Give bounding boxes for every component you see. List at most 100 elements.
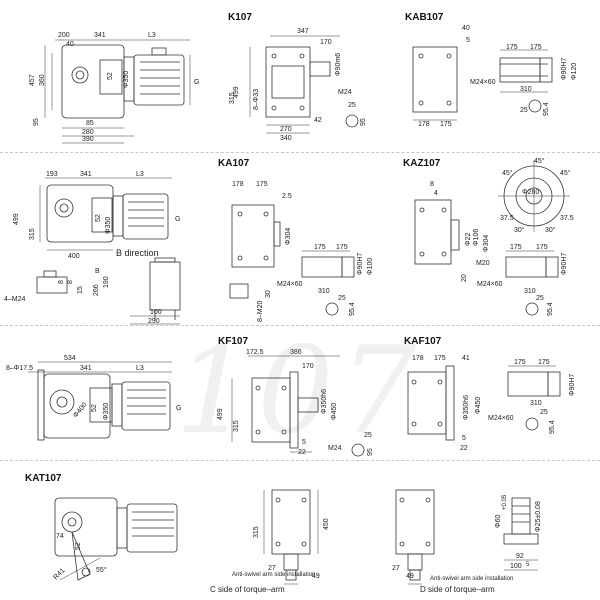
dim: 175 xyxy=(336,244,348,251)
dim: 175 xyxy=(440,121,452,128)
ka107-side-dims: 193 341 L3 499 315 52 Φ350 G 400 B 4–M24… xyxy=(4,171,180,325)
dim: M24 xyxy=(338,89,352,96)
ka107-front-dims: 178 175 2.5 Φ304 175 175 Φ90H7 Φ100 M24×… xyxy=(232,181,374,322)
kaz107-dims: 8 4 45° 45° 45° Φ260 37.5 30° 30° 37.5 Φ… xyxy=(430,157,574,316)
kat107-dims: 74 52 R41 55° xyxy=(52,533,106,581)
dim: 270 xyxy=(280,126,292,133)
dim: Φ100 xyxy=(367,258,374,275)
dim: M24 xyxy=(328,445,342,452)
dim: M24×60 xyxy=(470,79,496,86)
kf107-side-dims: 534 8–Φ17.5 341 L3 Φ400 52 Φ350 G xyxy=(6,355,181,420)
kat107-c-side-view xyxy=(263,489,319,585)
dim: 95.4 xyxy=(547,302,554,316)
kab107-view xyxy=(412,46,553,121)
dim: 45° xyxy=(534,157,545,165)
b-direction-label: B direction xyxy=(116,248,159,258)
dim: 95 xyxy=(360,118,367,126)
dim: 170 xyxy=(320,39,332,46)
kaf107-dims: 178 175 41 Φ350h6 Φ450 5 22 175 175 Φ90H… xyxy=(412,355,576,452)
dim: 95.4 xyxy=(549,420,556,434)
dim: 347 xyxy=(297,28,309,35)
dim: 40 xyxy=(66,41,74,48)
dim: 8–Φ33 xyxy=(253,89,260,110)
dim: 27 xyxy=(268,565,276,572)
dim: 175 xyxy=(510,244,522,251)
anti-swivel-c-note: Anti-swivel arm side installation xyxy=(232,572,315,578)
dim: Φ350h6 xyxy=(321,389,328,414)
dim: 400 xyxy=(68,253,80,260)
dim: Φ25±0.08 xyxy=(535,501,542,532)
kf107-front-dims: 172.5 386 170 499 315 Φ350h6 Φ450 5 22 M… xyxy=(217,349,374,456)
dim: Φ450 xyxy=(331,403,338,420)
dim: 30° xyxy=(514,226,525,234)
dim: 100 xyxy=(510,563,522,570)
title-kaf107: KAF107 xyxy=(404,336,442,347)
dim: Φ260 xyxy=(522,189,539,196)
kat107-pin-dims: Φ60 +0.05 Φ25±0.08 92 100 5 xyxy=(495,494,542,570)
kaz107-view xyxy=(414,160,570,316)
dim: 49 xyxy=(312,573,320,580)
dim: 457 xyxy=(29,74,36,86)
dim: Φ106 xyxy=(473,229,480,246)
ka107-front-view xyxy=(229,204,355,316)
k107-side-view xyxy=(44,39,191,144)
kf107-side-view xyxy=(28,361,172,441)
dim: 310 xyxy=(318,288,330,295)
dim: M24×60 xyxy=(277,281,303,288)
k107-front-dims: 347 170 Φ90m6 499 315 8–Φ33 M24 270 340 … xyxy=(229,28,367,142)
dim: 25 xyxy=(536,295,544,302)
dim: 52 xyxy=(75,542,82,550)
dim: 175 xyxy=(538,359,550,366)
dim: Φ90H7 xyxy=(569,374,576,396)
dim: 25 xyxy=(364,432,372,439)
dim: 450 xyxy=(323,518,330,530)
kat107-d-side-dims: 27 49 Anti-swivel arm side installation … xyxy=(392,565,513,594)
dim: 5 xyxy=(466,37,470,44)
dim: 178 xyxy=(412,355,424,362)
dim: 175 xyxy=(506,44,518,51)
dim: 386 xyxy=(290,349,302,356)
k107-front-view xyxy=(249,35,359,134)
dim: 341 xyxy=(80,171,92,178)
kaf107-view xyxy=(407,365,561,441)
dim: 534 xyxy=(64,355,76,362)
dim: 25 xyxy=(338,295,346,302)
dim: L3 xyxy=(148,32,156,39)
dim: G xyxy=(175,216,180,223)
dim: 315 xyxy=(233,420,240,432)
title-ka107: KA107 xyxy=(218,158,250,169)
dim: 8–Φ17.5 xyxy=(6,365,33,372)
dim: Φ90H7 xyxy=(357,253,364,275)
kab107-dims: 40 5 175 175 Φ90H7 Φ120 M24×60 310 25 95… xyxy=(418,25,578,128)
dim: Φ90H7 xyxy=(561,58,568,80)
dim: Φ90H7 xyxy=(561,253,568,275)
dim: 178 xyxy=(232,181,244,188)
dim: 45° xyxy=(560,169,571,177)
row-separator-3 xyxy=(0,460,600,461)
dim: 172.5 xyxy=(246,349,264,356)
dim: 175 xyxy=(256,181,268,188)
dim: 170 xyxy=(302,363,314,370)
kat107-d-side-view xyxy=(395,489,435,585)
dim: Φ350 xyxy=(105,217,112,234)
row-separator-1 xyxy=(0,152,600,153)
dim: 45° xyxy=(502,169,513,177)
dim: 315 xyxy=(229,92,236,104)
dim: G xyxy=(176,405,181,412)
dim: Φ60 xyxy=(495,515,502,528)
dim: 315 xyxy=(253,526,260,538)
dim: Φ350 xyxy=(103,403,110,420)
dim: 100 xyxy=(150,309,162,316)
dim: 25 xyxy=(348,102,356,109)
dim: 390 xyxy=(82,136,94,143)
dim: Φ120 xyxy=(571,63,578,80)
dim: Φ350 xyxy=(123,71,130,88)
dim: 27 xyxy=(392,565,400,572)
dim: 41 xyxy=(462,355,470,362)
title-kaz107: KAZ107 xyxy=(403,158,441,169)
dim: 193 xyxy=(46,171,58,178)
dim: 175 xyxy=(434,355,446,362)
dim: 8–M20 xyxy=(257,300,264,322)
dim: 310 xyxy=(530,400,542,407)
